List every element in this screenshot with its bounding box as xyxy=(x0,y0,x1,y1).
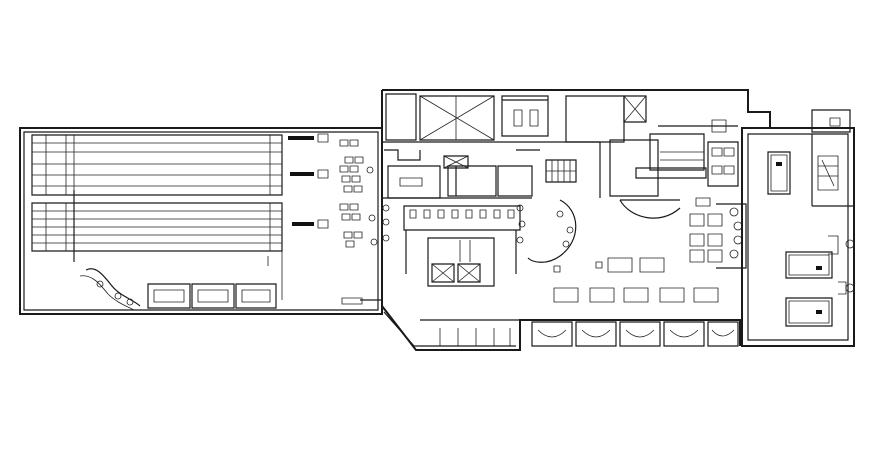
pin-deck-marker xyxy=(292,222,314,226)
seat xyxy=(340,140,348,146)
booth xyxy=(532,322,572,346)
dining-table xyxy=(660,288,684,302)
booth xyxy=(148,284,190,308)
booth xyxy=(192,284,234,308)
lane-block-upper xyxy=(32,135,282,195)
billiards-wing-outer-wall xyxy=(742,128,854,346)
booth xyxy=(576,322,616,346)
bar-counter-east xyxy=(716,204,746,268)
dining-table xyxy=(590,288,614,302)
exit-vestibule xyxy=(812,110,850,132)
storage-room xyxy=(420,96,494,140)
booth xyxy=(236,284,276,308)
central-service-block xyxy=(382,90,770,300)
lounge-curved-sofa xyxy=(80,269,140,310)
booth-row-left xyxy=(148,284,362,308)
bowler-seating xyxy=(340,140,377,247)
corridor-wall xyxy=(384,150,420,160)
curved-wall xyxy=(528,200,576,262)
dining-table xyxy=(554,288,578,302)
dining-table xyxy=(624,288,648,302)
central-north-wall xyxy=(382,90,770,128)
lane-block-frame xyxy=(32,135,282,195)
billiards-wing xyxy=(742,110,854,346)
curved-sofa xyxy=(86,269,140,306)
bar-and-lift-core xyxy=(383,205,525,286)
booth xyxy=(708,322,738,346)
bar-seating-east xyxy=(696,198,746,268)
bar-counter xyxy=(404,206,520,230)
door-swing xyxy=(620,200,680,218)
duct xyxy=(624,96,646,122)
stair-east xyxy=(546,160,576,182)
dining-table xyxy=(694,288,718,302)
counter xyxy=(400,178,422,186)
lane-block-lower xyxy=(32,190,282,300)
curved-feature-wall xyxy=(528,200,576,262)
booth xyxy=(664,322,704,346)
dining-table xyxy=(608,258,632,272)
dining-south-wall xyxy=(382,300,740,350)
dining-table xyxy=(640,258,664,272)
exit-stair xyxy=(818,156,838,190)
pool-table xyxy=(786,298,832,326)
toilet xyxy=(712,148,722,156)
dining-tables xyxy=(554,214,722,302)
pool-table xyxy=(786,252,832,278)
pin-deck-marker xyxy=(288,136,314,140)
service-corridor xyxy=(382,150,540,198)
booth xyxy=(620,322,660,346)
toilet xyxy=(724,148,734,156)
lift-shaft xyxy=(502,96,548,136)
pool-tables xyxy=(768,152,846,326)
pin-deck-marker xyxy=(290,172,314,176)
booth-row-south xyxy=(532,322,738,346)
restroom-block xyxy=(610,120,738,196)
dining-hall xyxy=(382,200,740,350)
lift-core xyxy=(428,238,494,286)
pin-deck-markers xyxy=(288,134,328,228)
pool-table xyxy=(768,152,790,194)
